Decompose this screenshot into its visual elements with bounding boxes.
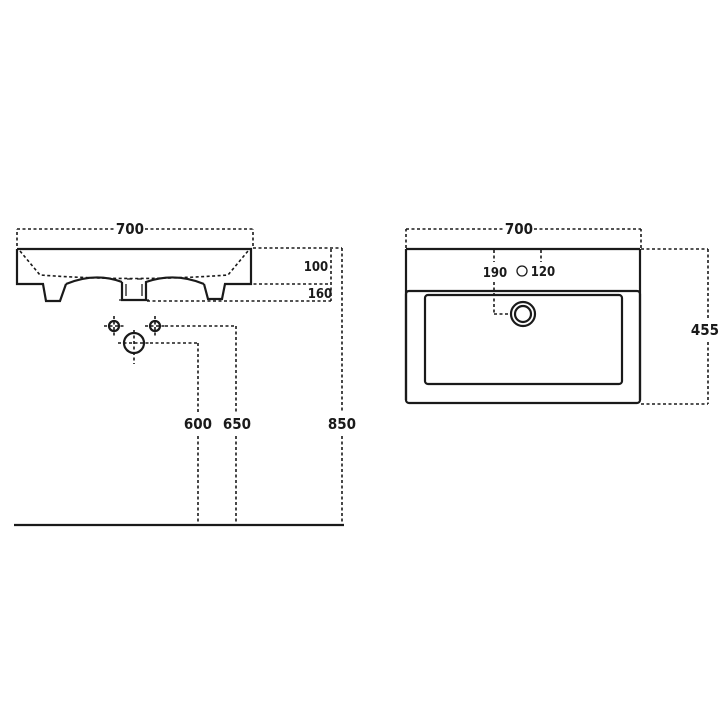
- top-width-dimension: 700: [405, 220, 642, 248]
- tap-hole-label: 120: [531, 265, 555, 280]
- height-label-650: 650: [223, 415, 251, 433]
- side-view: 700 100 160: [14, 220, 356, 527]
- basin-top-outline: [404, 247, 642, 405]
- wall-fittings: [104, 316, 165, 364]
- tap-offset-label: 190: [483, 266, 507, 281]
- height-label-850: 850: [328, 415, 356, 433]
- height-dimensions: 600 650 850: [150, 248, 356, 524]
- side-depth-dimensions: 100 160: [147, 247, 342, 302]
- drain-inner-icon: [513, 304, 533, 324]
- left-inlet-icon: [107, 319, 121, 333]
- top-depth-dimension: 455: [641, 248, 719, 405]
- side-width-label: 700: [116, 220, 144, 238]
- diameter-symbol-icon: [516, 265, 528, 277]
- height-label-600: 600: [184, 415, 212, 433]
- depth-label-100: 100: [304, 260, 328, 275]
- top-depth-label: 455: [691, 321, 719, 339]
- depth-label-160: 160: [308, 287, 332, 302]
- drain-hole-icon: [509, 300, 537, 328]
- tap-hole-dimensions: 190 120: [483, 250, 555, 328]
- top-view: 700 190 120 455: [404, 220, 719, 405]
- side-width-dimension: 700: [16, 220, 254, 246]
- basin-side-outline: [15, 247, 253, 303]
- right-inlet-icon: [148, 319, 162, 333]
- top-width-label: 700: [505, 220, 533, 238]
